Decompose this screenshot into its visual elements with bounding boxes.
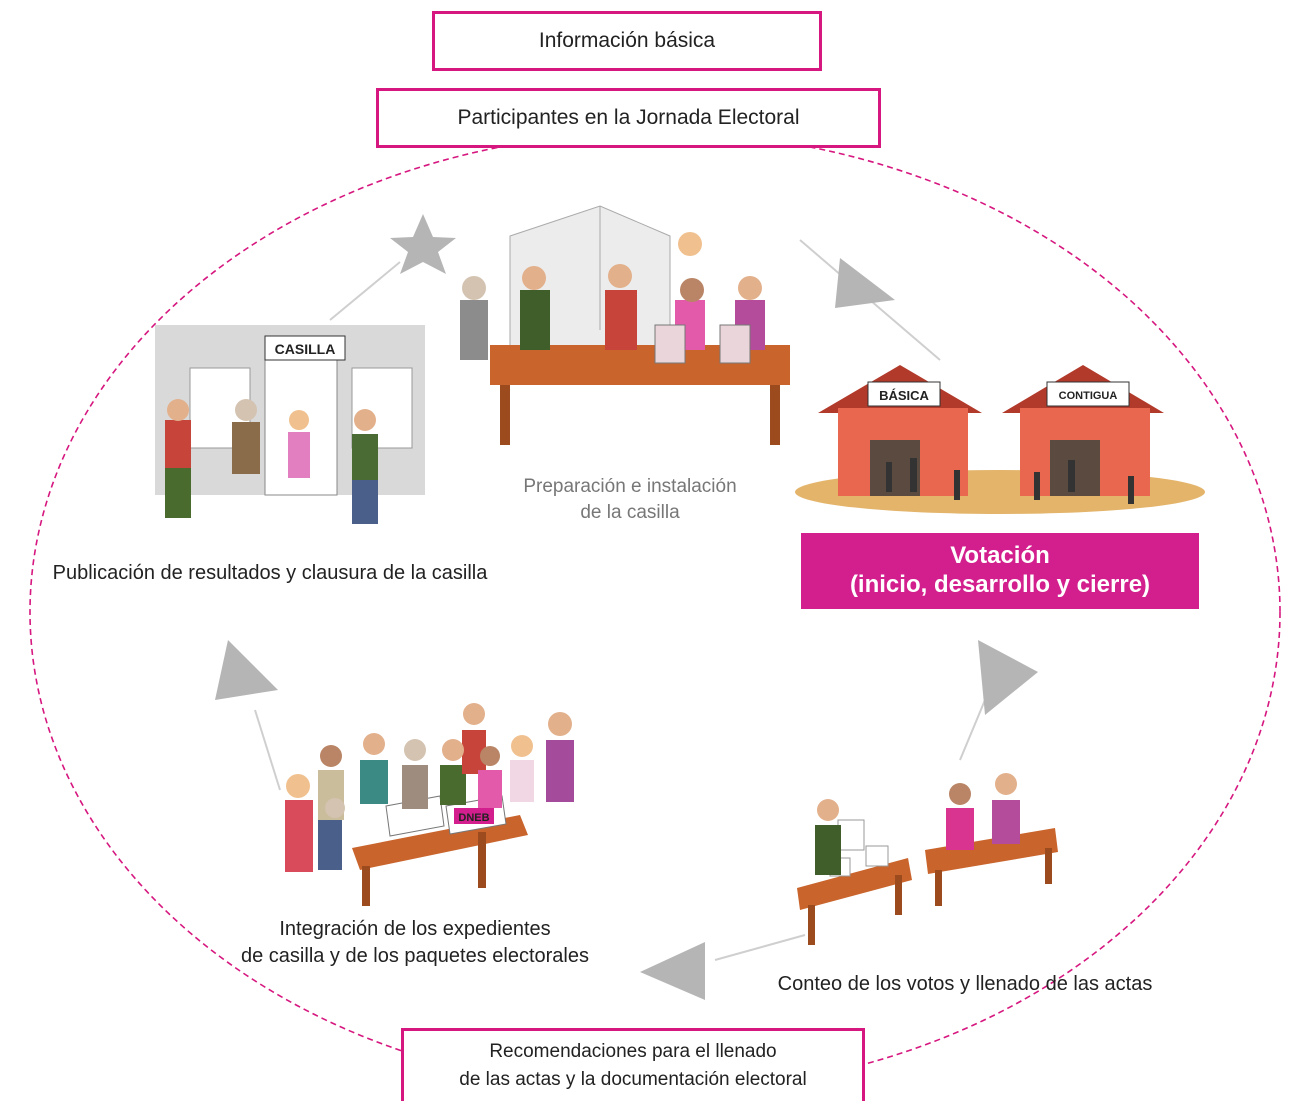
casilla-sign: CASILLA (275, 341, 336, 357)
step-publication-label: Publicación de resultados y clausura de … (52, 562, 488, 584)
dneb-sign: DNEB (458, 812, 489, 824)
participants-label: Participantes en la Jornada Electoral (457, 106, 800, 129)
preparation-scene-illustration (460, 205, 790, 445)
basica-sign: BÁSICA (879, 388, 929, 403)
contigua-sign: CONTIGUA (1059, 390, 1118, 402)
participants-box[interactable]: Participantes en la Jornada Electoral (376, 88, 881, 148)
recommendations-box[interactable]: Recomendaciones para el llenado de las a… (401, 1028, 865, 1101)
recommendations-label: Recomendaciones para el llenado de las a… (459, 1041, 807, 1090)
info-basic-box[interactable]: Información básica (432, 11, 822, 71)
step-integration-label: Integración de los expedientes de casill… (241, 918, 589, 967)
counting-scene-illustration (797, 773, 1058, 945)
arrow-triangle-icon (215, 640, 278, 700)
casilla-scene-illustration: CASILLA (155, 325, 425, 524)
voting-houses-illustration: BÁSICA CONTIGUA (795, 365, 1205, 514)
info-basic-label: Información básica (538, 29, 716, 52)
integration-scene-illustration: DNEB (285, 703, 574, 906)
step-counting-label: Conteo de los votos y llenado de las act… (777, 973, 1153, 995)
arrow-triangle-icon (978, 640, 1038, 715)
cycle-connectors (254, 239, 986, 961)
step-preparation-label: Preparación e instalación de la casilla (523, 476, 737, 523)
step-voting-label: Votación (inicio, desarrollo y cierre) (801, 533, 1199, 609)
star-icon (390, 214, 456, 274)
arrow-triangle-icon (640, 942, 705, 1000)
arrow-triangle-icon (835, 258, 895, 308)
